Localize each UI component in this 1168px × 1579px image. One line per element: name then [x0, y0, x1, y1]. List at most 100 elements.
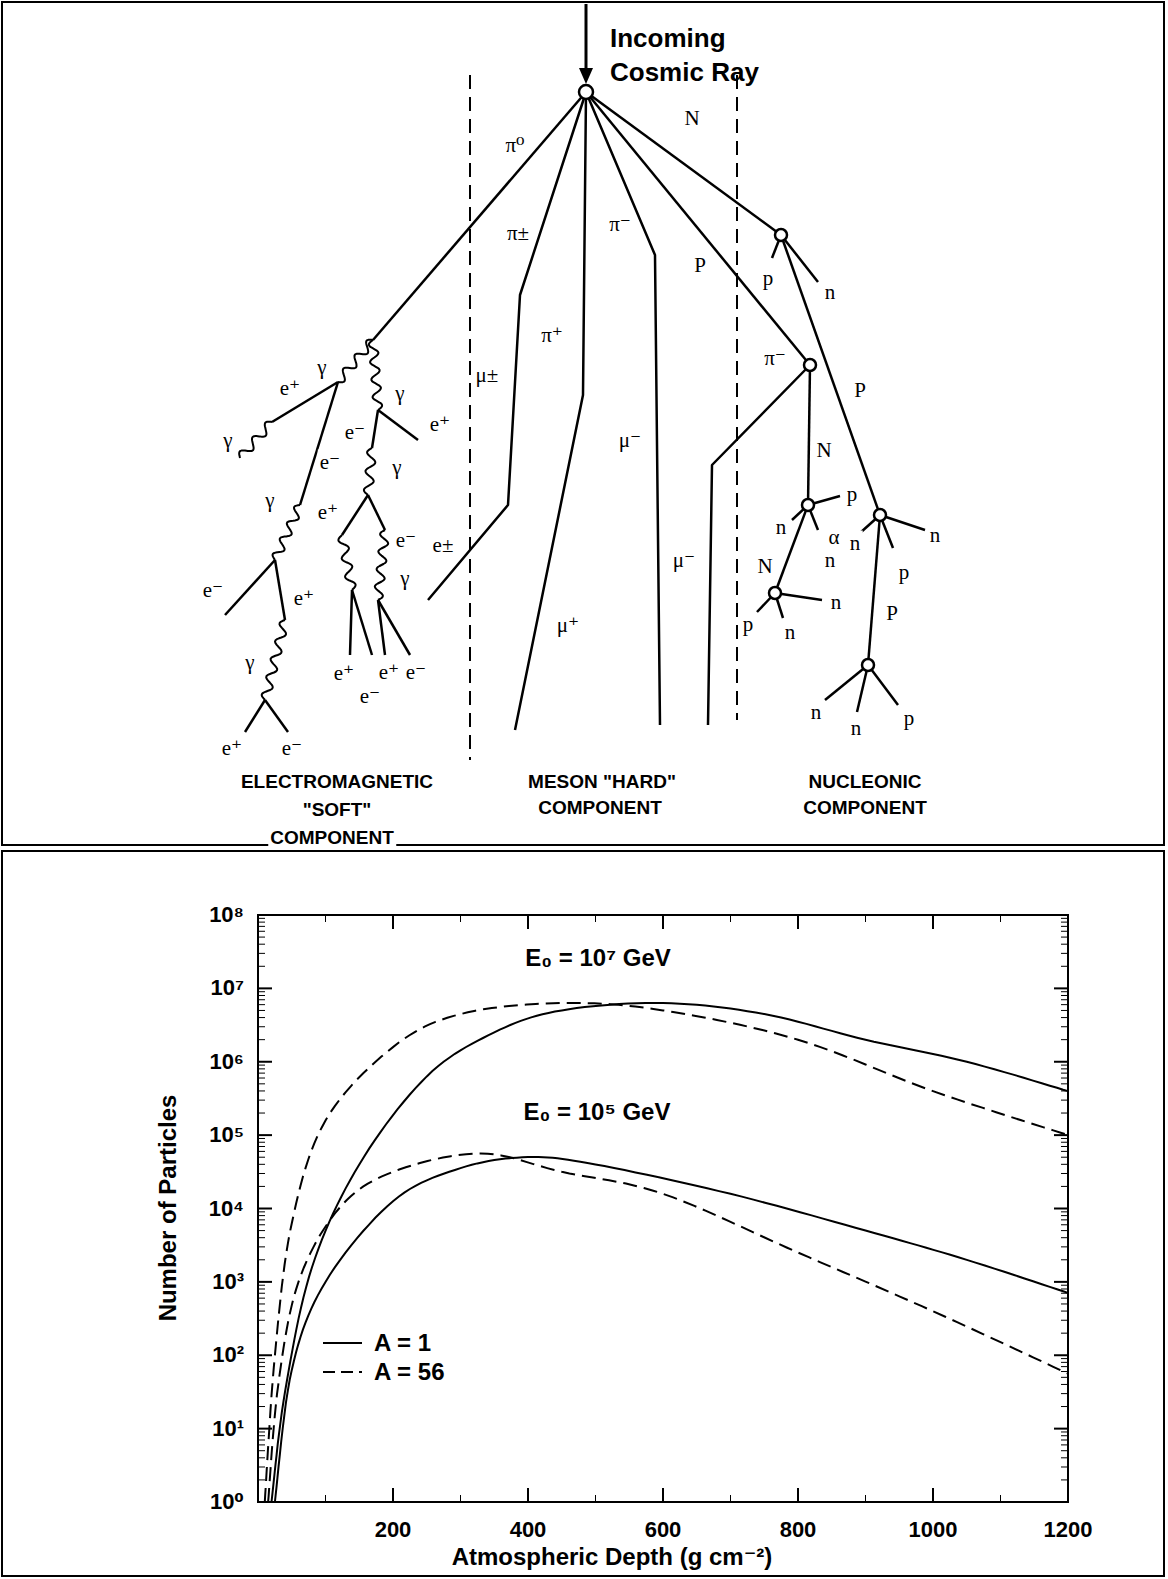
particle-label: e⁺ — [292, 586, 316, 611]
particle-label: n — [829, 590, 844, 615]
particle-label: N — [682, 106, 701, 131]
y-minor-tick — [1061, 1073, 1068, 1074]
y-major-tick — [1054, 1281, 1068, 1283]
x-tick — [730, 1495, 731, 1502]
y-minor-tick — [258, 1026, 265, 1027]
particle-track — [265, 700, 288, 732]
y-minor-tick — [1061, 1113, 1068, 1114]
particle-label: γ — [315, 355, 328, 380]
y-major-tick — [258, 1354, 272, 1356]
particle-label: π± — [505, 221, 531, 246]
y-minor-tick — [1061, 944, 1068, 945]
panel-border — [2, 2, 1164, 845]
y-minor-tick — [1061, 1259, 1068, 1260]
legend-label: A = 1 — [372, 1329, 433, 1357]
legend-sample-solid — [323, 1342, 362, 1344]
y-minor-tick — [1061, 1078, 1068, 1079]
y-minor-tick — [258, 1303, 265, 1304]
y-minor-tick — [258, 1151, 265, 1152]
x-tick — [325, 1495, 326, 1502]
y-minor-tick — [258, 1311, 265, 1312]
interaction-vertex — [579, 85, 593, 99]
x-tick — [595, 1495, 596, 1502]
photon-line — [364, 448, 375, 495]
y-minor-tick — [1061, 1288, 1068, 1289]
particle-track — [868, 665, 898, 705]
x-tick — [595, 915, 596, 922]
y-minor-tick — [258, 1186, 265, 1187]
incoming-arrow — [585, 4, 588, 70]
particle-track — [808, 365, 810, 505]
particle-label: e⁺ — [278, 376, 302, 401]
y-minor-tick — [258, 1406, 265, 1407]
y-minor-tick — [258, 1004, 265, 1005]
particle-track — [352, 590, 372, 655]
y-minor-tick — [258, 926, 265, 927]
particle-label: π⁰ — [503, 133, 526, 158]
y-major-tick — [1054, 1061, 1068, 1063]
particle-track — [378, 410, 418, 440]
x-tick — [932, 1488, 934, 1502]
y-minor-tick — [258, 918, 265, 919]
y-minor-tick — [258, 1358, 265, 1359]
shower-curve-dashed — [265, 1003, 1068, 1502]
y-minor-tick — [258, 1246, 265, 1247]
interaction-vertex — [874, 509, 886, 521]
y-minor-tick — [1061, 1431, 1068, 1432]
y-minor-tick — [1061, 1246, 1068, 1247]
x-tick — [865, 1495, 866, 1502]
title-text: Cosmic Ray — [608, 57, 761, 88]
x-tick — [460, 915, 461, 922]
y-minor-tick — [258, 1230, 265, 1231]
y-minor-tick — [258, 1173, 265, 1174]
particle-label: γ — [390, 455, 403, 480]
y-minor-tick — [258, 1377, 265, 1378]
x-tick — [662, 915, 664, 929]
x-tick — [257, 915, 259, 929]
particle-track — [368, 495, 385, 530]
y-major-tick — [1054, 987, 1068, 989]
y-minor-tick — [258, 1366, 265, 1367]
y-minor-tick — [1061, 1017, 1068, 1018]
particle-track — [378, 600, 410, 655]
y-minor-tick — [258, 1078, 265, 1079]
y-minor-tick — [258, 999, 265, 1000]
x-tick-label: 600 — [643, 1517, 684, 1543]
y-minor-tick — [1061, 1219, 1068, 1220]
particle-track — [225, 560, 275, 615]
particle-label: e⁻ — [394, 528, 418, 553]
y-minor-tick — [258, 1157, 265, 1158]
y-major-tick — [258, 1208, 272, 1210]
particle-track — [300, 382, 338, 505]
x-tick — [392, 1488, 394, 1502]
y-minor-tick — [258, 1065, 265, 1066]
y-minor-tick — [258, 1017, 265, 1018]
y-minor-tick — [258, 1431, 265, 1432]
x-tick — [662, 1488, 664, 1502]
particle-label: μ⁻ — [671, 548, 697, 573]
y-minor-tick — [1061, 1466, 1068, 1467]
y-minor-tick — [258, 1466, 265, 1467]
y-minor-tick — [258, 1237, 265, 1238]
y-minor-tick — [1061, 991, 1068, 992]
shower-curve-solid — [272, 1003, 1069, 1502]
y-minor-tick — [258, 1479, 265, 1480]
component-label: "SOFT" — [301, 799, 374, 821]
y-minor-tick — [1061, 1358, 1068, 1359]
y-minor-tick — [258, 1384, 265, 1385]
particle-label: α — [826, 525, 841, 550]
y-minor-tick — [1061, 1320, 1068, 1321]
particle-label: e⁻ — [404, 660, 428, 685]
x-tick-label: 1200 — [1042, 1517, 1095, 1543]
energy-label: E₀ = 10⁵ GeV — [522, 1098, 673, 1126]
x-tick — [257, 1488, 259, 1502]
y-minor-tick — [1061, 1311, 1068, 1312]
y-minor-tick — [258, 1393, 265, 1394]
x-axis-title: Atmospheric Depth (g cm⁻²) — [450, 1543, 775, 1571]
y-minor-tick — [1061, 1138, 1068, 1139]
particle-track — [586, 92, 810, 365]
photon-line — [338, 535, 355, 590]
y-minor-tick — [1061, 1362, 1068, 1363]
arrow-head — [579, 68, 593, 84]
y-major-tick — [1054, 1501, 1068, 1503]
